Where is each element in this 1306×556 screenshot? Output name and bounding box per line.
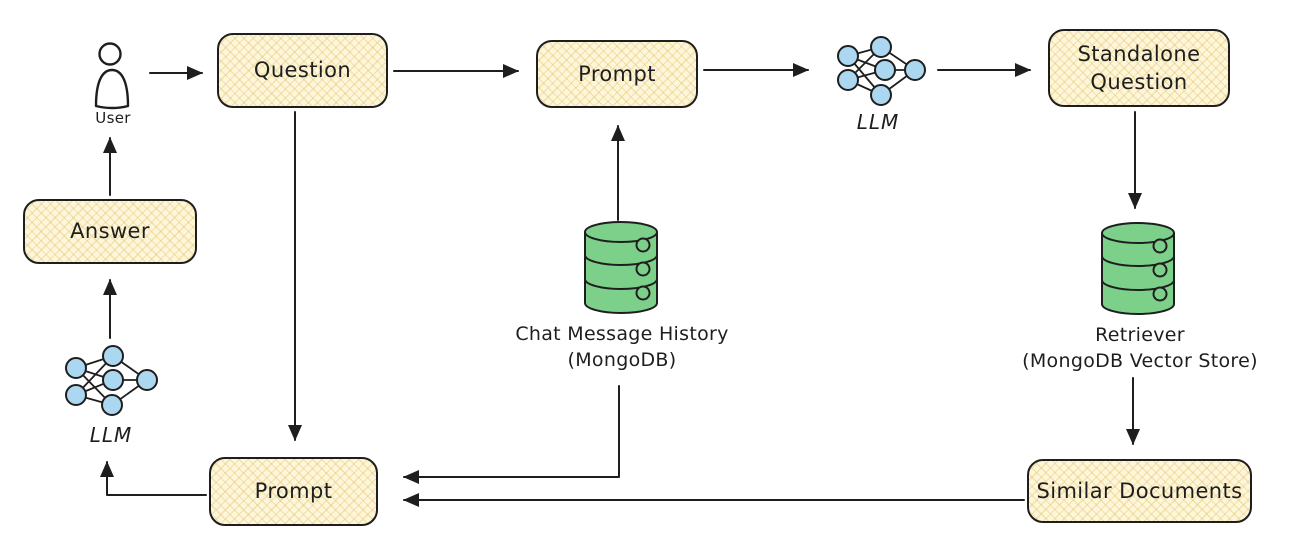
arrow-prompt-bottom-to-llm [100, 461, 207, 496]
standalone-question-node: Standalone Question [1048, 29, 1230, 107]
person-icon [94, 42, 130, 110]
prompt-bottom-node: Prompt [209, 457, 378, 526]
database-icon-retriever [1101, 222, 1175, 315]
retriever-label: Retriever (MongoDB Vector Store) [1022, 324, 1258, 372]
chat-history-label: Chat Message History (MongoDB) [515, 323, 729, 371]
database-icon-chat-history [584, 221, 658, 314]
question-node: Question [217, 33, 388, 108]
user-label: User [95, 109, 131, 127]
neural-network-icon-top [837, 36, 926, 106]
prompt-top-node: Prompt [536, 40, 698, 108]
llm-bottom-label: LLM [89, 423, 133, 447]
answer-node: Answer [23, 199, 197, 264]
arrow-chat-history-to-prompt-bottom [403, 385, 620, 484]
llm-top-label: LLM [856, 110, 900, 134]
similar-documents-node: Similar Documents [1027, 459, 1252, 523]
neural-network-icon-bottom [65, 345, 158, 416]
